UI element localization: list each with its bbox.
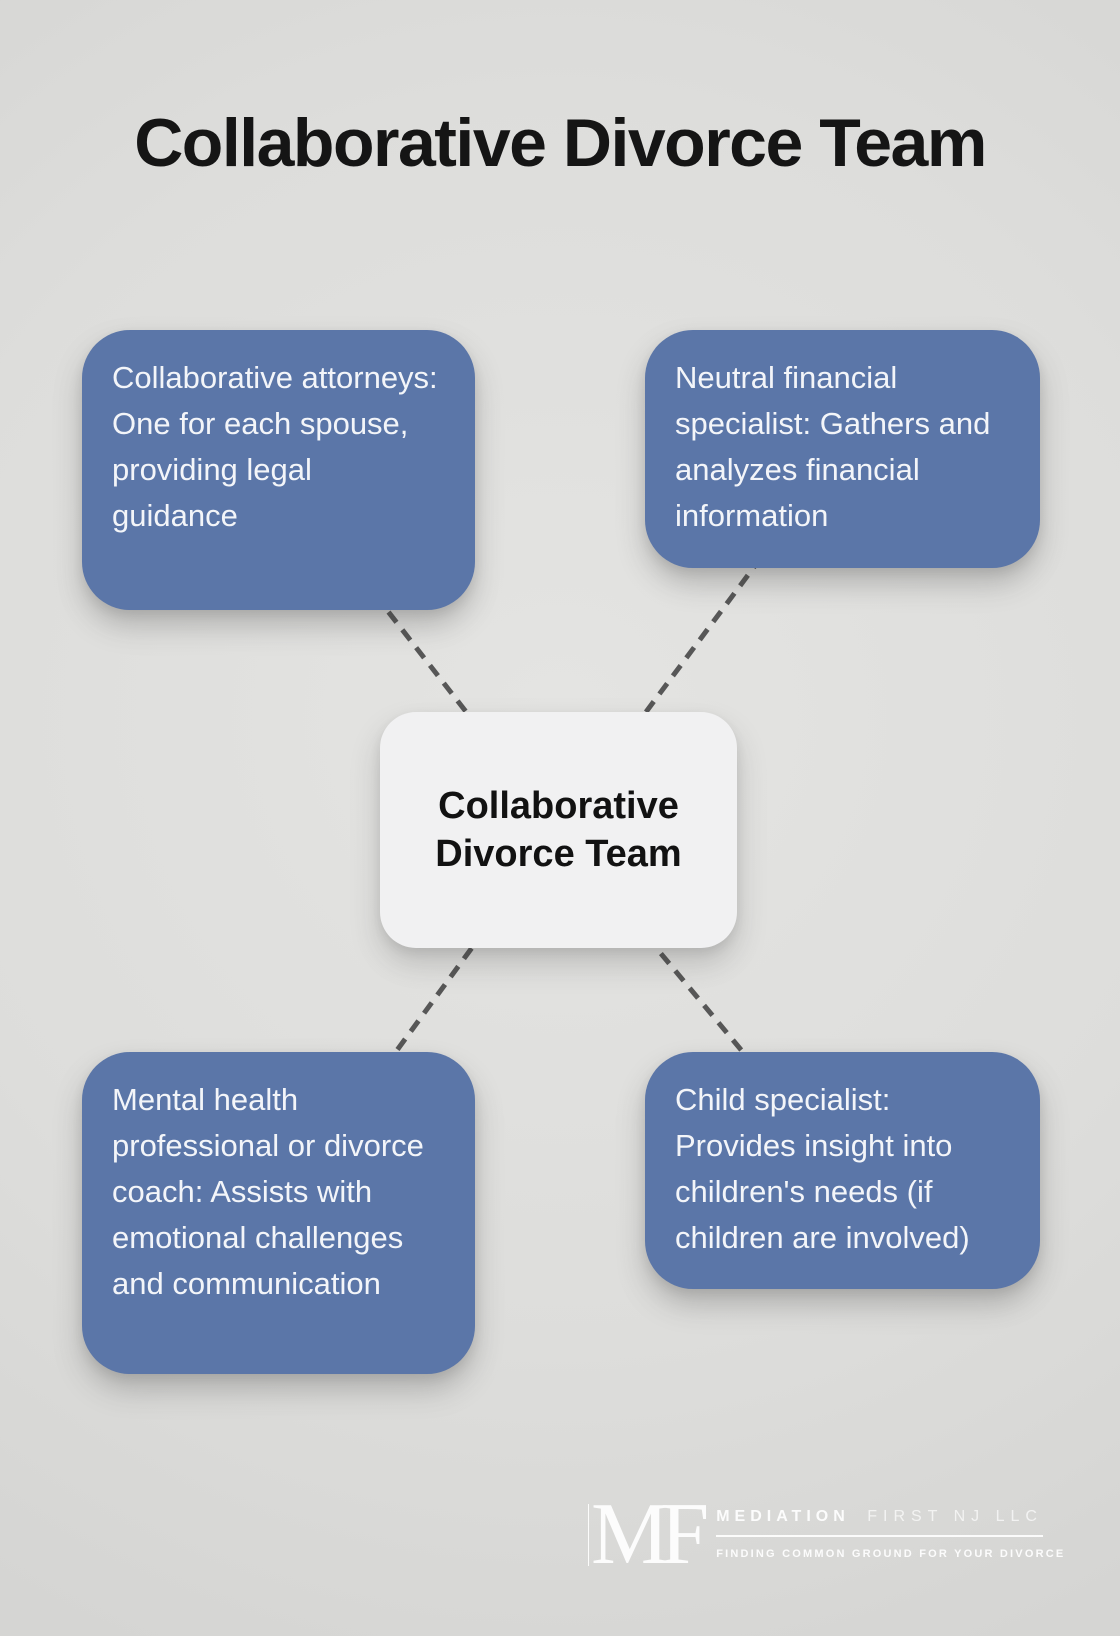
- node-child-specialist: Child specialist: Provides insight into …: [645, 1052, 1040, 1289]
- node-text-child-specialist: Child specialist: Provides insight into …: [675, 1082, 970, 1255]
- node-mental-health-professional: Mental health professional or divorce co…: [82, 1052, 475, 1374]
- node-neutral-financial-specialist: Neutral financial specialist: Gathers an…: [645, 330, 1040, 568]
- logo-divider: [716, 1535, 1044, 1537]
- node-text-mental-health-professional: Mental health professional or divorce co…: [112, 1082, 424, 1301]
- page-title: Collaborative Divorce Team: [134, 105, 987, 181]
- logo-tagline: FINDING COMMON GROUND FOR YOUR DIVORCE: [716, 1548, 1066, 1560]
- logo-company-name: MEDIATION FIRST NJ LLC: [716, 1508, 1043, 1526]
- logo-monogram: MF: [588, 1491, 709, 1579]
- logo-name-primary: MEDIATION: [716, 1508, 850, 1525]
- node-text-collaborative-attorneys: Collaborative attorneys: One for each sp…: [112, 360, 438, 533]
- logo-text-block: MEDIATION FIRST NJ LLC FINDING COMMON GR…: [716, 1502, 1066, 1560]
- node-text-neutral-financial-specialist: Neutral financial specialist: Gathers an…: [675, 360, 991, 533]
- logo-name-secondary: FIRST NJ LLC: [867, 1508, 1043, 1525]
- center-node: Collaborative Divorce Team: [380, 712, 737, 948]
- brand-logo: MF MEDIATION FIRST NJ LLC FINDING COMMON…: [588, 1491, 1066, 1579]
- center-node-label: Collaborative Divorce Team: [435, 785, 682, 875]
- node-collaborative-attorneys: Collaborative attorneys: One for each sp…: [82, 330, 475, 610]
